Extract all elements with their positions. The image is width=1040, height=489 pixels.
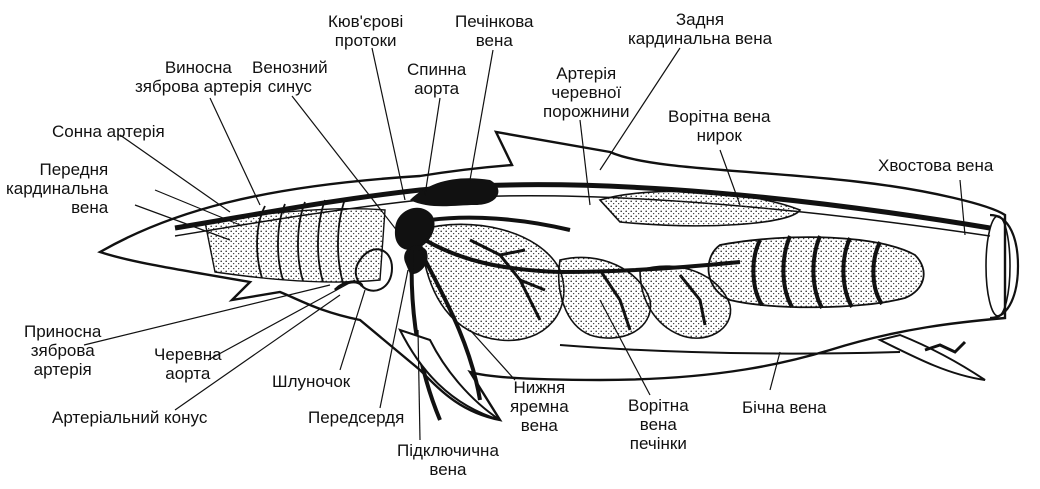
label-caudal-vein: Хвостова вена (878, 156, 993, 175)
label-anterior-cardinal-vein: Передня кардинальна вена (6, 160, 108, 217)
label-posterior-cardinal-vein: Задня кардинальна вена (628, 10, 772, 48)
pelvic-fin (880, 335, 985, 380)
label-hepatic-portal-vein: Ворітна вена печінки (628, 396, 689, 453)
label-ventricle: Шлуночок (272, 372, 350, 391)
label-kuvier-ducts: Кюв'єрові протоки (328, 12, 403, 50)
label-renal-portal-vein: Ворітна вена нирок (668, 107, 771, 145)
label-dorsal-aorta: Спинна аорта (407, 60, 466, 98)
label-ventral-aorta: Черевна аорта (154, 345, 222, 383)
label-lateral-vein: Бічна вена (742, 398, 827, 417)
label-sinus-venosus: Венозний синус (252, 58, 328, 96)
label-conus-arteriosus: Артеріальний конус (52, 408, 207, 427)
label-inferior-jugular-vein: Нижня яремна вена (510, 378, 569, 435)
label-atrium: Передсердя (308, 408, 404, 427)
label-subclavian-vein: Підключична вена (397, 441, 499, 479)
label-hepatic-vein: Печінкова вена (455, 12, 534, 50)
label-coeliac-artery: Артерія черевної порожнини (543, 64, 630, 121)
label-efferent-branchial-artery: Виносна зяброва артерія (135, 58, 262, 96)
label-afferent-branchial-artery: Приносна зяброва артерія (24, 322, 101, 379)
label-carotid-artery: Сонна артерія (52, 122, 165, 141)
